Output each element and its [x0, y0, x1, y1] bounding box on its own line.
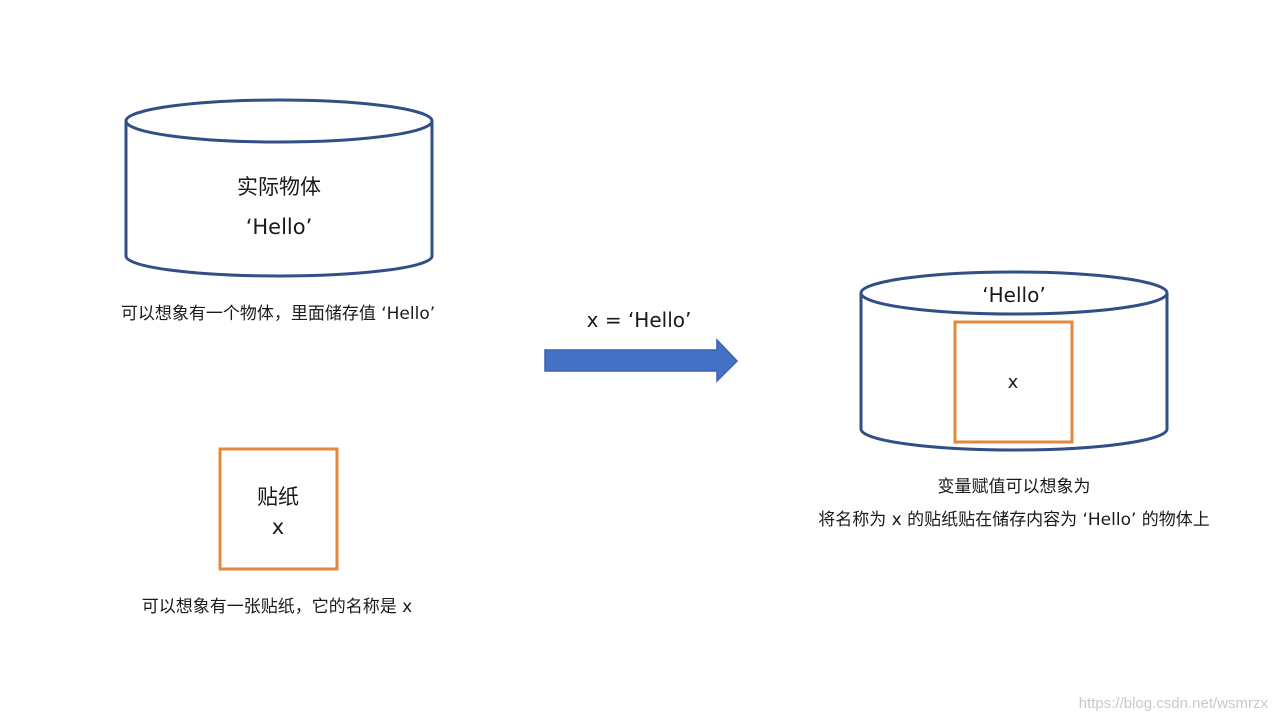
left-cylinder-top [124, 98, 434, 144]
left-cylinder-body [124, 121, 434, 278]
sticker-name: x [271, 515, 285, 539]
right-caption-line1: 变量赋值可以想象为 [937, 477, 1091, 497]
right-cylinder-value: ‘Hello’ [982, 283, 1046, 307]
left-caption: 可以想象有一个物体，里面储存值 ‘Hello’ [120, 304, 436, 324]
right-caption-line2: 将名称为 x 的贴纸贴在储存内容为 ‘Hello’ 的物体上 [818, 510, 1210, 530]
left-cylinder-value: ‘Hello’ [245, 215, 313, 239]
right-cylinder-top [859, 270, 1169, 316]
watermark: https://blog.csdn.net/wsmrzx [1078, 695, 1268, 712]
sticker-box [218, 447, 339, 571]
sticker-caption: 可以想象有一张贴纸，它的名称是 x [141, 597, 413, 617]
left-cylinder-title: 实际物体 [237, 175, 321, 199]
attached-sticker-box [953, 320, 1074, 444]
sticker-title: 贴纸 [257, 485, 299, 509]
left-cylinder [124, 98, 434, 278]
attached-sticker-name: x [1007, 372, 1019, 393]
assignment-label: x = ‘Hello’ [586, 308, 692, 332]
assignment-arrow [544, 338, 739, 383]
